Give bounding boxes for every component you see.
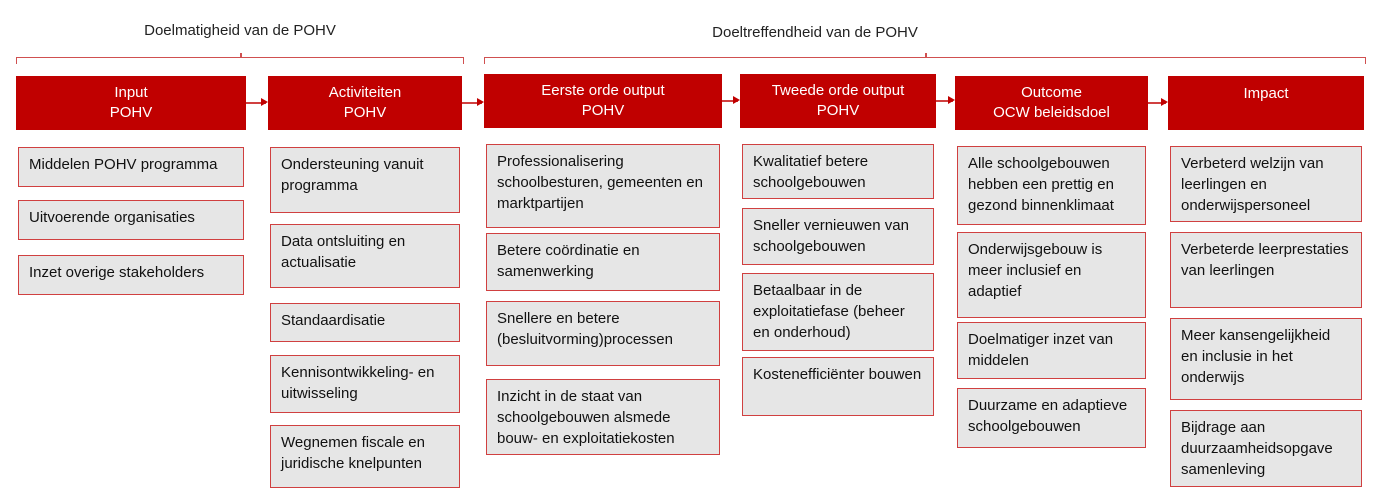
diagram-box: Bijdrage aan duurzaamheidsopgave samenle… [1170,410,1362,487]
column-header-line: Impact [1243,85,1289,102]
diagram-box: Kennisontwikkeling- en uitwisseling [270,355,460,413]
flow-arrow-icon [936,97,955,103]
column-header-line: Input [114,84,148,101]
diagram-box: Uitvoerende organisaties [18,200,244,240]
diagram-box: Onderwijsgebouw is meer inclusief en ada… [957,232,1146,318]
diagram-box: Inzicht in de staat van schoolgebouwen a… [486,379,720,455]
column-header: Impact [1168,76,1364,130]
diagram-box: Alle schoolgebouwen hebben een prettig e… [957,146,1146,225]
column-header-line: Tweede orde output [771,82,905,99]
diagram-box: Kwalitatief betere schoolgebouwen [742,144,934,199]
flow-arrow-icon [722,97,740,103]
column-header-line: Eerste orde output [541,82,665,99]
group-label-doeltreffendheid: Doeltreffendheid van de POHV [712,24,918,41]
diagram-box: Snellere en betere (besluitvorming)proce… [486,301,720,366]
column-header-line: POHV [816,102,860,119]
bracket-doelmatigheid [16,53,464,64]
bracket-doeltreffendheid [484,53,1366,64]
diagram-box: Verbeterd welzijn van leerlingen en onde… [1170,146,1362,222]
column-header-line: Activiteiten [328,84,402,101]
diagram-box: Standaardisatie [270,303,460,342]
group-label-doelmatigheid: Doelmatigheid van de POHV [144,22,336,39]
column-header-line: POHV [581,102,625,119]
flow-arrow-icon [1148,99,1168,105]
diagram-box: Wegnemen fiscale en juridische knelpunte… [270,425,460,488]
diagram-box: Doelmatiger inzet van middelen [957,322,1146,379]
diagram-box: Verbeterde leerprestaties van leerlingen [1170,232,1362,308]
diagram-box: Middelen POHV programma [18,147,244,187]
column-header-line: OCW beleidsdoel [993,104,1110,121]
diagram-box: Duurzame en adaptieve schoolgebouwen [957,388,1146,448]
diagram-box: Sneller vernieuwen van schoolgebouwen [742,208,934,265]
column-header-line: POHV [109,104,153,121]
diagram-box: Betere coördinatie en samenwerking [486,233,720,291]
flow-arrow-icon [246,99,268,105]
column-header-line: POHV [343,104,387,121]
diagram-box: Inzet overige stakeholders [18,255,244,295]
diagram-box: Data ontsluiting en actualisatie [270,224,460,288]
diagram-box: Professionalisering schoolbesturen, geme… [486,144,720,228]
diagram-box: Ondersteuning vanuit programma [270,147,460,213]
column-header-line: Outcome [1021,84,1082,101]
diagram-box: Kostenefficiënter bouwen [742,357,934,416]
diagram-box: Betaalbaar in de exploitatiefase (beheer… [742,273,934,351]
diagram-box: Meer kansengelijkheid en inclusie in het… [1170,318,1362,400]
flow-arrow-icon [462,99,484,105]
